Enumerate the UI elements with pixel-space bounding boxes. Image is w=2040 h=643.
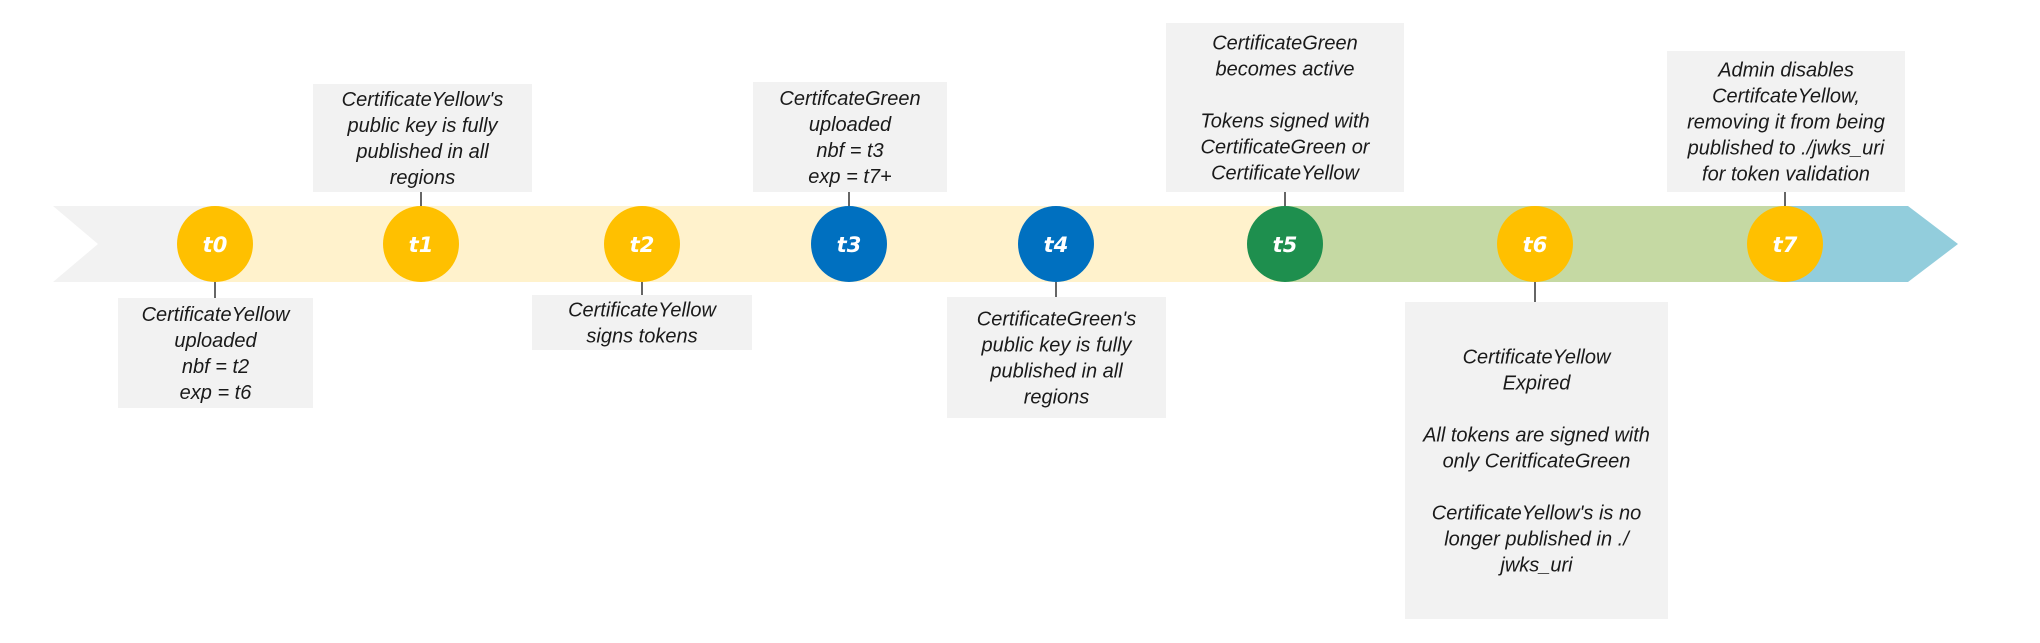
note-box-t2 [532,295,752,350]
note-line-t2: signs tokens [586,326,697,348]
note-line-t6: Expired [1503,373,1572,395]
note-line-t0: nbf = t2 [182,356,249,378]
note-line-t5: CertificateGreen or [1201,137,1371,159]
note-t1: CertificateYellow's public key is fully pu… [313,84,532,192]
note-line-t4: published in all [989,361,1123,383]
milestone-label-t6: t6 [1523,233,1548,257]
note-box-t3 [753,82,947,192]
note-line-t0: CertificateYellow [142,304,291,326]
note-box-t0 [118,298,313,408]
note-line-t5: CertificateYellow [1211,163,1360,185]
milestone-label-t1: t1 [409,233,434,257]
note-line-t1: regions [390,167,456,189]
note-box-t5 [1166,23,1404,192]
note-line-t0: uploaded [174,330,257,352]
milestone-circle-t1 [383,206,459,282]
note-box-t6 [1405,302,1668,619]
note-line-t6: All tokens are signed with [1422,425,1650,447]
note-line-t6: CertificateYellow [1463,347,1612,369]
milestone-t6: t6 [1497,206,1573,282]
note-line-t1: CertificateYellow's [342,89,504,111]
note-line-t6: jwks_uri [1497,555,1573,577]
note-t2: CertificateYellow signs tokens [532,295,752,350]
note-line-t7: published to ./jwks_uri [1687,138,1885,160]
note-line-t3: uploaded [809,114,892,136]
milestone-circle-t3 [811,206,887,282]
milestone-t3: t3 [811,206,887,282]
milestone-label-t5: t5 [1273,233,1298,257]
milestone-circle-t4 [1018,206,1094,282]
note-line-t4: regions [1024,387,1090,409]
milestone-t0: t0 [177,206,253,282]
milestone-circle-t7 [1747,206,1823,282]
milestone-circle-t6 [1497,206,1573,282]
note-line-t5: CertificateGreen [1212,33,1358,55]
note-line-t7: Admin disables [1717,60,1854,82]
milestone-t2: t2 [604,206,680,282]
timeline-band [53,206,1958,282]
milestone-circle-t2 [604,206,680,282]
note-line-t6: CertificateYellow's is no [1432,503,1641,525]
note-line-t7: CertifcateYellow, [1712,86,1860,108]
note-box-t4 [947,297,1166,418]
milestone-t1: t1 [383,206,459,282]
note-line-t5: becomes active [1216,59,1355,81]
milestone-circle-t5 [1247,206,1323,282]
note-line-t7: removing it from being [1687,112,1885,134]
note-line-t3: nbf = t3 [816,140,883,162]
band-segment-start [53,206,215,282]
milestones: t0 t1 t2 t3 t4 t5 t6 t7 [177,206,1823,282]
note-line-t3: exp = t7+ [808,166,891,188]
note-t0: CertificateYellow uploaded nbf = t2 exp = t… [118,298,313,408]
note-line-t0: exp = t6 [180,382,253,404]
note-line-t2: CertificateYellow [568,300,717,322]
band-segment-arrowhead [1785,206,1958,282]
note-box-t1 [313,84,532,192]
milestone-label-t3: t3 [837,233,862,257]
note-t4: CertificateGreen's public key is fully pub… [947,297,1166,418]
note-t3: CertifcateGreen uploaded nbf = t3 exp = t7+ [753,82,947,192]
milestone-t4: t4 [1018,206,1094,282]
milestone-t7: t7 [1747,206,1823,282]
note-line-t1: published in all [355,141,489,163]
note-connectors [214,192,1786,302]
band-segment-yellow [215,206,1285,282]
note-line-t7: for token validation [1702,164,1870,186]
note-line-t4: CertificateGreen's [977,309,1136,331]
milestone-label-t4: t4 [1044,233,1069,257]
note-line-t6: longer published in ./ [1444,529,1631,551]
note-line-t3: CertifcateGreen [779,88,920,110]
note-line-t1: public key is fully [346,115,498,137]
milestone-circle-t0 [177,206,253,282]
note-line-t6: only CeritficateGreen [1443,451,1631,473]
note-line-t5: Tokens signed with [1200,111,1369,133]
milestone-label-t0: t0 [203,233,228,257]
milestone-label-t2: t2 [630,233,655,257]
note-boxes: CertificateYellow uploaded nbf = t2 exp = t… [118,23,1905,619]
note-box-t7 [1667,51,1905,192]
milestone-t5: t5 [1247,206,1323,282]
milestone-label-t7: t7 [1773,233,1798,257]
note-line-t4: public key is fully [980,335,1132,357]
